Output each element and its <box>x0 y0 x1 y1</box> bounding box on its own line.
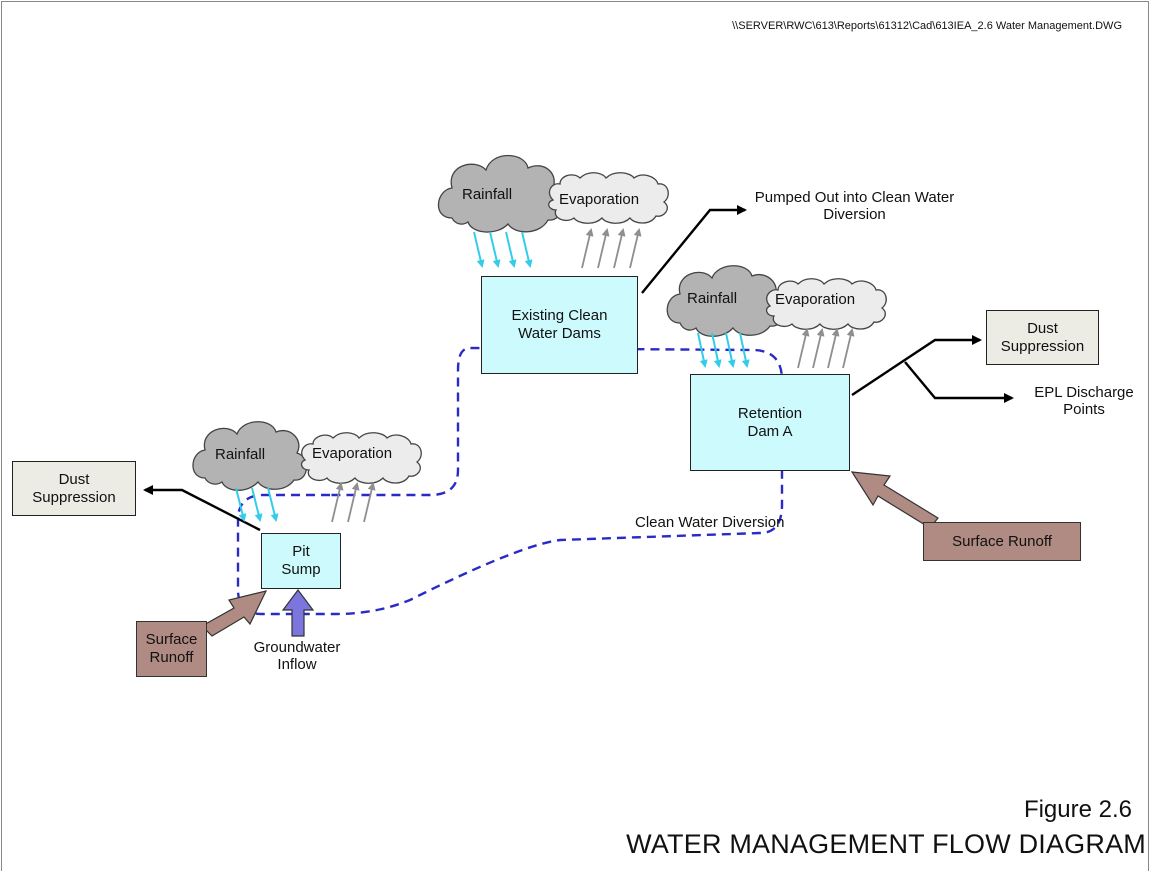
retention-dam-a-label: Retention Dam A <box>737 404 803 440</box>
rain-arrows-low <box>235 487 279 522</box>
surface-runoff-arrow-right <box>850 471 939 529</box>
pumped-out-label: Pumped Out into Clean Water Diversion <box>754 189 955 224</box>
figure-title: WATER MANAGEMENT FLOW DIAGRAM <box>626 829 1146 859</box>
rain-arrows-top <box>473 231 533 268</box>
file-path-label: \\SERVER\RWC\613\Reports\61312\Cad\613IE… <box>732 20 1122 32</box>
surface-runoff-box-right: Surface Runoff <box>923 522 1081 561</box>
epl-discharge-arrow <box>904 361 1014 403</box>
groundwater-inflow-label: Groundwater Inflow <box>253 639 341 674</box>
evap-arrows-low <box>331 482 376 523</box>
dust-suppression-box-left: Dust Suppression <box>12 461 136 516</box>
dust-suppression-arrow-right <box>851 335 982 397</box>
rainfall-cloud-low <box>192 421 308 491</box>
surface-runoff-box-left: Surface Runoff <box>136 621 207 677</box>
rainfall-label-low: Rainfall <box>215 446 266 463</box>
surface-runoff-label-right: Surface Runoff <box>952 532 1052 550</box>
dust-suppression-arrow-left <box>143 485 261 532</box>
surface-runoff-arrow-left <box>201 590 268 637</box>
evaporation-cloud-low <box>300 432 422 484</box>
dust-suppression-box-right: Dust Suppression <box>986 310 1099 365</box>
dust-suppression-label-left: Dust Suppression <box>32 470 116 506</box>
epl-discharge-label: EPL Discharge Points <box>1034 384 1134 419</box>
retention-dam-a-box: Retention Dam A <box>690 374 850 471</box>
rainfall-label-top: Rainfall <box>462 186 513 203</box>
groundwater-arrow <box>281 589 315 637</box>
figure-number: Figure 2.6 <box>1023 796 1132 823</box>
evaporation-label-top: Evaporation <box>559 191 640 208</box>
dust-suppression-label-right: Dust Suppression <box>1000 319 1085 355</box>
evaporation-cloud-mid <box>765 278 887 330</box>
rainfall-label-mid: Rainfall <box>687 290 738 307</box>
rain-arrows-mid <box>697 332 750 368</box>
evap-arrows-top <box>581 228 642 269</box>
clean-water-diversion-label: Clean Water Diversion <box>635 514 785 531</box>
evaporation-cloud-top <box>548 172 669 224</box>
pumped-out-arrow <box>641 205 747 294</box>
evaporation-label-mid: Evaporation <box>775 291 856 308</box>
existing-clean-water-dams-label: Existing Clean Water Dams <box>511 307 608 342</box>
pit-sump-label: Pit Sump <box>281 543 321 578</box>
evap-arrows-mid <box>797 328 855 369</box>
pit-sump-box: Pit Sump <box>261 533 341 589</box>
surface-runoff-label-left: Surface Runoff <box>145 631 198 666</box>
existing-clean-water-dams-box: Existing Clean Water Dams <box>481 276 638 374</box>
evaporation-label-low: Evaporation <box>312 445 393 462</box>
